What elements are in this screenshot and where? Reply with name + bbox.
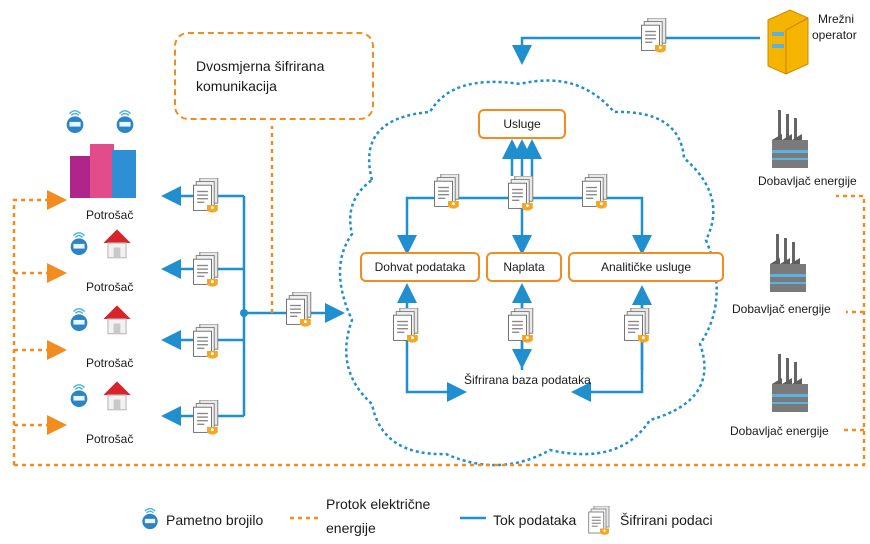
fetch-to-db-arrow bbox=[405, 370, 467, 402]
house-icon bbox=[102, 380, 132, 411]
encrypted-communication-callout: Dvosmjerna šifrirana komunikacija bbox=[174, 32, 374, 120]
smart-meter-icon bbox=[65, 110, 85, 134]
encrypted-document-icon bbox=[193, 178, 219, 214]
encrypted-document-icon bbox=[508, 176, 534, 212]
encrypted-document-icon bbox=[286, 292, 312, 328]
factory-icon bbox=[770, 234, 806, 292]
encrypted-document-icon bbox=[508, 308, 534, 344]
building-icon bbox=[70, 156, 92, 198]
to-analytics-arrow bbox=[522, 196, 652, 255]
encrypted-document-icon bbox=[588, 506, 610, 536]
power-flow-consumer-1 bbox=[12, 190, 67, 465]
consumer-label-1: Potrošač bbox=[86, 208, 134, 222]
grid-operator-label-2: operator bbox=[812, 28, 857, 42]
building-icon bbox=[112, 150, 136, 198]
billing-box: Naplata bbox=[486, 252, 562, 282]
database-label: Šifrirana baza podataka bbox=[464, 373, 591, 387]
encrypted-document-icon bbox=[193, 324, 219, 360]
building-icon bbox=[90, 144, 114, 198]
callout-line-1: Dvosmjerna šifrirana bbox=[196, 58, 325, 74]
legend-data-flow-label: Tok podataka bbox=[493, 512, 577, 528]
supplier-label-1: Dobavljač energije bbox=[758, 174, 857, 188]
grid-operator-data-arrow bbox=[512, 36, 760, 65]
power-flow-main bbox=[14, 194, 866, 467]
callout-line-2: komunikacija bbox=[196, 78, 277, 94]
legend-power-flow-label-1: Protok električne bbox=[326, 496, 431, 512]
office-building-icon bbox=[767, 9, 809, 75]
office-window-band bbox=[772, 44, 784, 48]
consumer-label-2: Potrošač bbox=[86, 280, 134, 294]
factory-icon bbox=[772, 110, 808, 168]
house-icon bbox=[102, 304, 132, 335]
legend-power-flow-label-2: energije bbox=[326, 520, 376, 536]
factory-icon bbox=[772, 354, 808, 412]
analytics-box: Analitičke usluge bbox=[568, 252, 724, 282]
grid-operator-label-1: Mrežni bbox=[818, 12, 855, 26]
encrypted-document-icon bbox=[641, 18, 667, 54]
to-fetch-arrow bbox=[397, 196, 522, 255]
office-window-band bbox=[772, 32, 784, 36]
smart-meter-icon bbox=[69, 384, 89, 408]
office-building-edge bbox=[785, 17, 809, 74]
encrypted-document-icon bbox=[193, 252, 219, 288]
encrypted-document-icon bbox=[393, 308, 419, 344]
encrypted-document-icon bbox=[582, 174, 608, 210]
consumer-label-3: Potrošač bbox=[86, 356, 134, 370]
supplier-label-2: Dobavljač energije bbox=[732, 302, 831, 316]
consumer-label-4: Potrošač bbox=[86, 432, 134, 446]
house-icon bbox=[102, 228, 132, 259]
encrypted-document-icon bbox=[434, 174, 460, 210]
smart-meter-icon bbox=[69, 308, 89, 332]
encrypted-document-icon bbox=[624, 308, 650, 344]
legend-encrypted-label: Šifrirani podaci bbox=[620, 512, 713, 528]
services-box: Usluge bbox=[478, 109, 566, 139]
supplier-label-3: Dobavljač energije bbox=[730, 424, 829, 438]
data-fetch-box: Dohvat podataka bbox=[360, 252, 480, 282]
smart-meter-icon bbox=[69, 232, 89, 256]
smart-meter-icon bbox=[115, 110, 135, 134]
smart-meter-icon bbox=[141, 507, 159, 530]
encrypted-document-icon bbox=[193, 400, 219, 436]
legend-smart-meter-label: Pametno brojilo bbox=[166, 512, 264, 528]
